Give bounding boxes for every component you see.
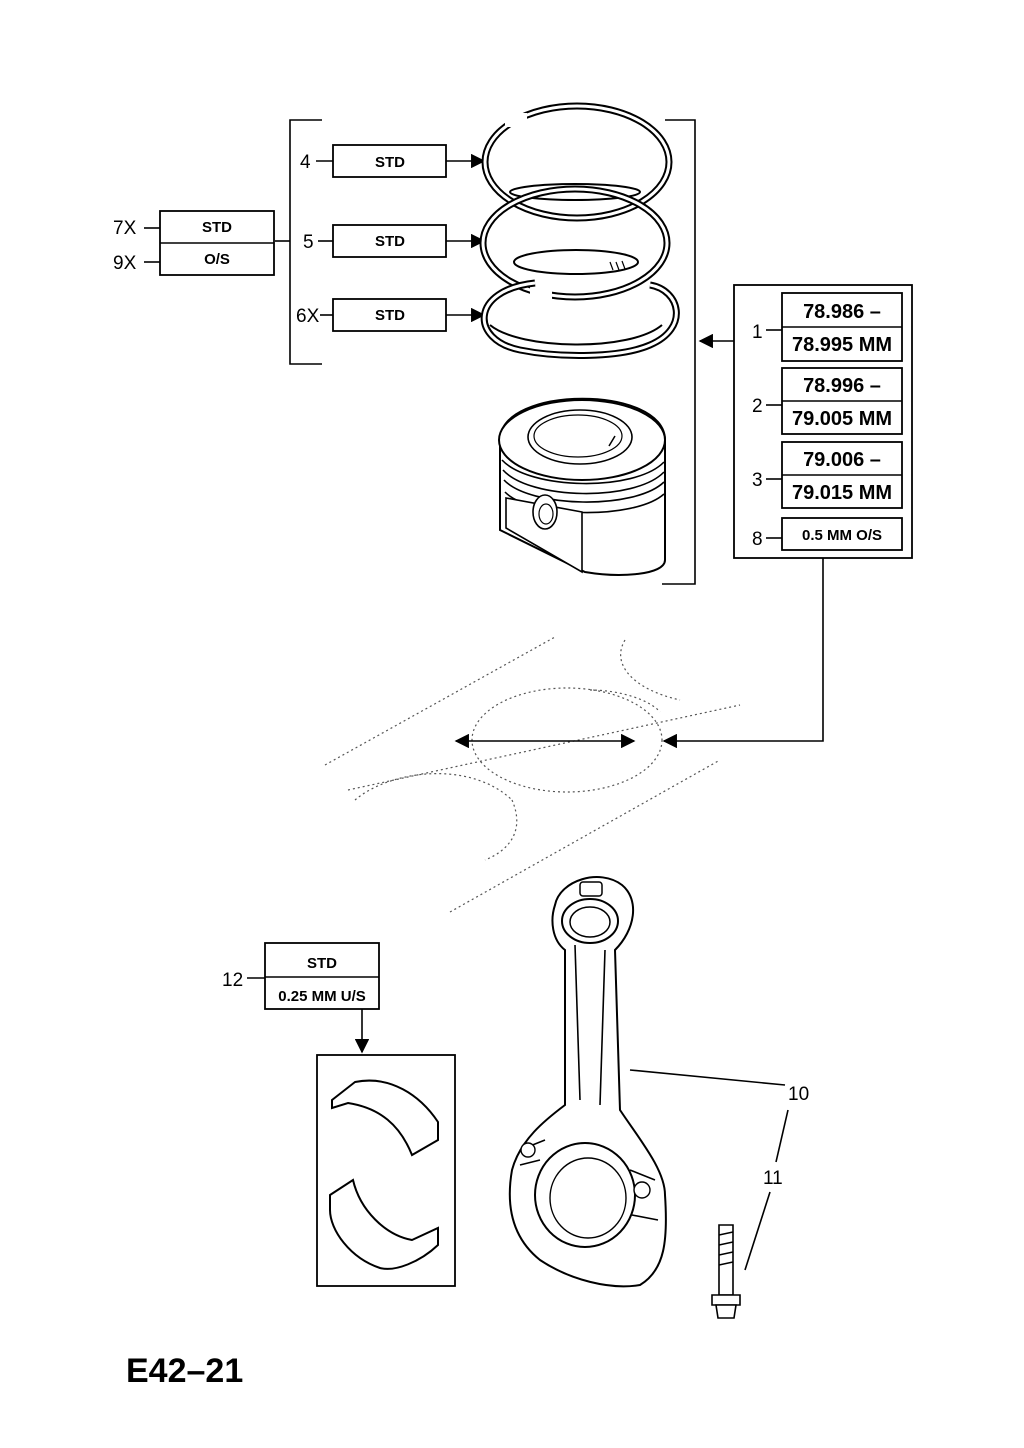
bearing-us-label: 0.25 MM U/S: [278, 988, 366, 1005]
grade-3-min: 79.006 –: [803, 449, 881, 471]
piston-rings-illustration: [479, 102, 680, 359]
grade-1-min: 78.986 –: [803, 301, 881, 323]
ring-callout-middle: 5 STD: [303, 224, 486, 258]
connecting-rod-ref: 10: [788, 1084, 809, 1105]
rod-bolt-illustration: 11: [711, 1168, 783, 1319]
ring-set-os-label: O/S: [204, 251, 230, 268]
grade-oversize-label: 0.5 MM O/S: [802, 527, 882, 544]
ring-bracket: [275, 119, 696, 585]
grade-2-min: 78.996 –: [803, 375, 881, 397]
piston-grade-3: 79.006 – 79.015 MM 3: [752, 441, 903, 509]
bearing-std-label: STD: [307, 955, 337, 972]
grade-oversize-ref: 8: [752, 529, 763, 550]
rod-bolt-ref: 11: [763, 1168, 783, 1189]
piston-grade-oversize: 0.5 MM O/S 8: [752, 517, 903, 551]
bearing-shells-illustration: [316, 1054, 456, 1287]
piston-grade-panel: 78.986 – 78.995 MM 1 78.996 – 79.005 MM …: [662, 284, 913, 749]
grade-1-max: 78.995 MM: [792, 334, 892, 356]
grade-2-max: 79.005 MM: [792, 408, 892, 430]
grade-1-ref: 1: [752, 322, 763, 343]
ring-top-spec: STD: [375, 154, 405, 171]
ring-set-std-ref: 7X: [113, 218, 137, 239]
bearing-ref: 12: [222, 970, 243, 991]
ring-set-os-ref: 9X: [113, 253, 137, 274]
ring-set-box: STD O/S 7X 9X: [113, 210, 275, 276]
ring-top-ref: 4: [300, 152, 311, 173]
grade-3-ref: 3: [752, 470, 763, 491]
cylinder-bore-illustration: [324, 636, 741, 913]
ring-middle-ref: 5: [303, 232, 314, 253]
piston-illustration: [498, 397, 666, 576]
ring-callout-top: 4 STD: [300, 144, 486, 178]
ring-callout-oil: 6X STD: [296, 298, 486, 332]
diagram-code: E42–21: [126, 1352, 243, 1390]
ring-oil-spec: STD: [375, 307, 405, 324]
piston-grade-1: 78.986 – 78.995 MM 1: [752, 292, 903, 362]
ring-oil-ref: 6X: [296, 306, 320, 327]
ring-set-std-label: STD: [202, 219, 232, 236]
ring-middle-spec: STD: [375, 233, 405, 250]
connecting-rod-illustration: 10: [508, 876, 809, 1288]
grade-3-max: 79.015 MM: [792, 482, 892, 504]
piston-grade-2: 78.996 – 79.005 MM 2: [752, 367, 903, 435]
bearing-spec-box: STD 0.25 MM U/S 12: [222, 942, 380, 1054]
grade-2-ref: 2: [752, 396, 763, 417]
